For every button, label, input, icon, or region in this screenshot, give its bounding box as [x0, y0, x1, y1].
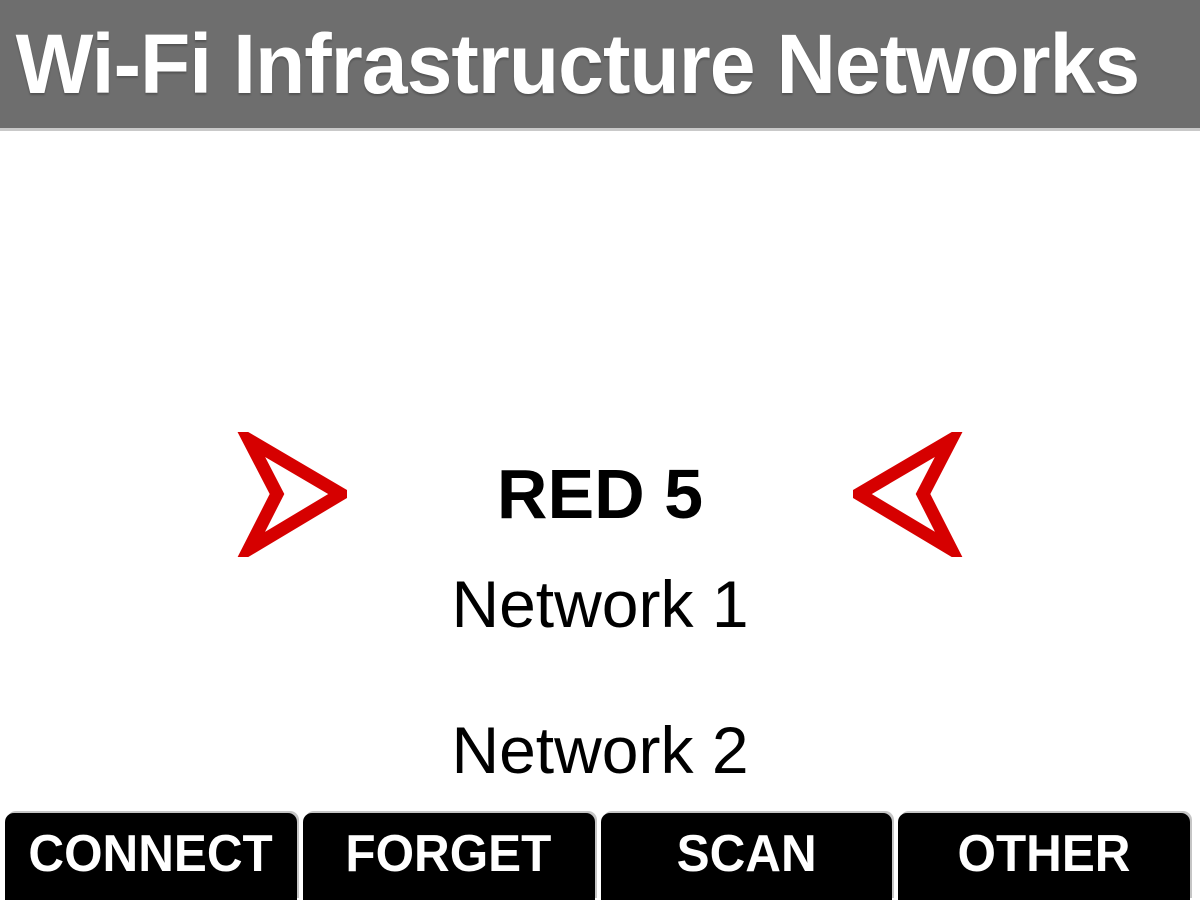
forget-button[interactable]: FORGET	[302, 813, 595, 900]
arrow-right-outline-icon[interactable]	[232, 429, 352, 559]
page-title: Wi-Fi Infrastructure Networks	[15, 17, 1140, 111]
title-bar: Wi-Fi Infrastructure Networks	[0, 0, 1200, 131]
scan-button-label: SCAN	[676, 824, 817, 883]
selected-network-ssid: RED 5	[496, 455, 704, 533]
network-list-panel: RED 5 Network 1 Network 2	[0, 134, 1200, 813]
connect-button[interactable]: CONNECT	[5, 813, 297, 900]
other-button[interactable]: OTHER	[898, 813, 1190, 900]
connect-button-label: CONNECT	[28, 824, 273, 883]
other-button-label: OTHER	[957, 824, 1131, 883]
scan-button[interactable]: SCAN	[600, 813, 893, 900]
list-item[interactable]: Network 2	[451, 713, 749, 787]
arrow-left-outline-icon[interactable]	[848, 429, 968, 559]
bottom-toolbar: CONNECT FORGET SCAN OTHER	[0, 813, 1200, 900]
selected-network-row[interactable]: RED 5	[0, 424, 1200, 564]
forget-button-label: FORGET	[345, 824, 552, 883]
list-item[interactable]: Network 1	[451, 567, 749, 641]
